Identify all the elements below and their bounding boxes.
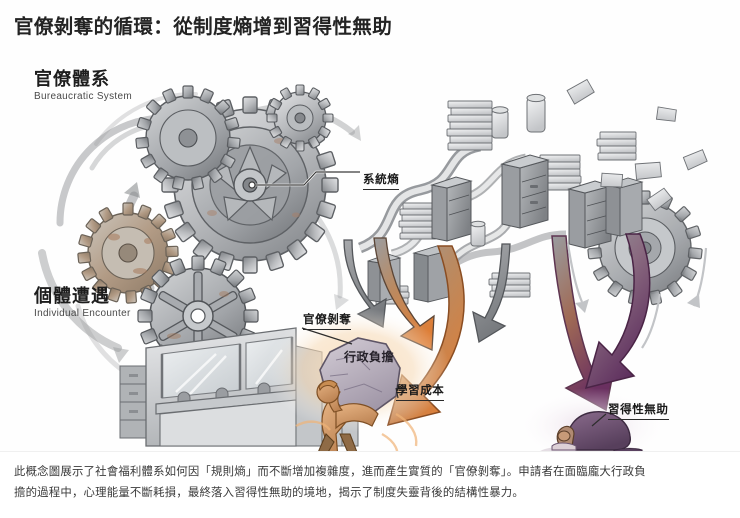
caption-line-2: 擔的過程中，心理能量不斷耗損，最終落入習得性無助的境地，揭示了制度失靈背後的結構… [14, 487, 524, 499]
page-title: 官僚剝奪的循環：從制度熵增到習得性無助 [14, 15, 393, 38]
callout-bureaucratic-deprivation: 官僚剝奪 [303, 311, 352, 330]
side-drawer-stack [119, 365, 147, 439]
section-label-en: Bureaucratic System [34, 91, 132, 102]
caption-block: 此概念圖展示了社會福利體系如何因「規則熵」而不斷增加複雜度，進而產生實質的「官僚… [0, 452, 740, 518]
title-bar: 官僚剝奪的循環：從制度熵增到習得性無助 [0, 0, 740, 48]
caption-divider [0, 451, 740, 452]
arrow-gray-2 [472, 243, 511, 344]
callout-leader-deprivation [301, 327, 353, 345]
arrow-purple-main [584, 233, 651, 390]
gear-upper-left [135, 85, 241, 191]
callout-leader-cost [395, 387, 399, 399]
section-label-en: Individual Encounter [34, 308, 131, 319]
callout-learned-helplessness: 習得性無助 [608, 401, 669, 420]
callout-leader-lines-ink [248, 171, 360, 189]
callout-learning-cost: 學習成本 [396, 382, 445, 401]
callout-leader-helpless [591, 413, 607, 427]
callout-system-entropy: 系統熵 [363, 171, 400, 190]
label-administrative-burden: 行政負擔 [344, 350, 395, 364]
document-scrolls [470, 93, 546, 247]
paperwork-maze-city [357, 78, 708, 305]
gear-rusty-left [77, 202, 179, 304]
section-label-bureaucratic-system: 官僚體系 Bureaucratic System [34, 70, 132, 102]
section-label-individual-encounter: 個體遭遇 Individual Encounter [34, 287, 131, 319]
gear-small-top [266, 84, 334, 152]
administrative-burden-boulder [319, 337, 401, 413]
figure-carrying-boulder [295, 337, 418, 452]
collapsed-figure [540, 411, 644, 452]
bureaucratic-counter-wall [119, 327, 359, 447]
filing-cabinets [367, 154, 644, 303]
illustration-stage [0, 48, 740, 452]
concept-illustration [38, 78, 708, 452]
caption-line-1: 此概念圖展示了社會福利體系如何因「規則熵」而不斷增加複雜度，進而產生實質的「官僚… [14, 466, 646, 478]
arrow-outline-group [566, 243, 708, 349]
section-label-cn: 個體遭遇 [34, 286, 110, 306]
section-label-cn: 官僚體系 [34, 69, 110, 89]
flying-papers [566, 78, 708, 212]
